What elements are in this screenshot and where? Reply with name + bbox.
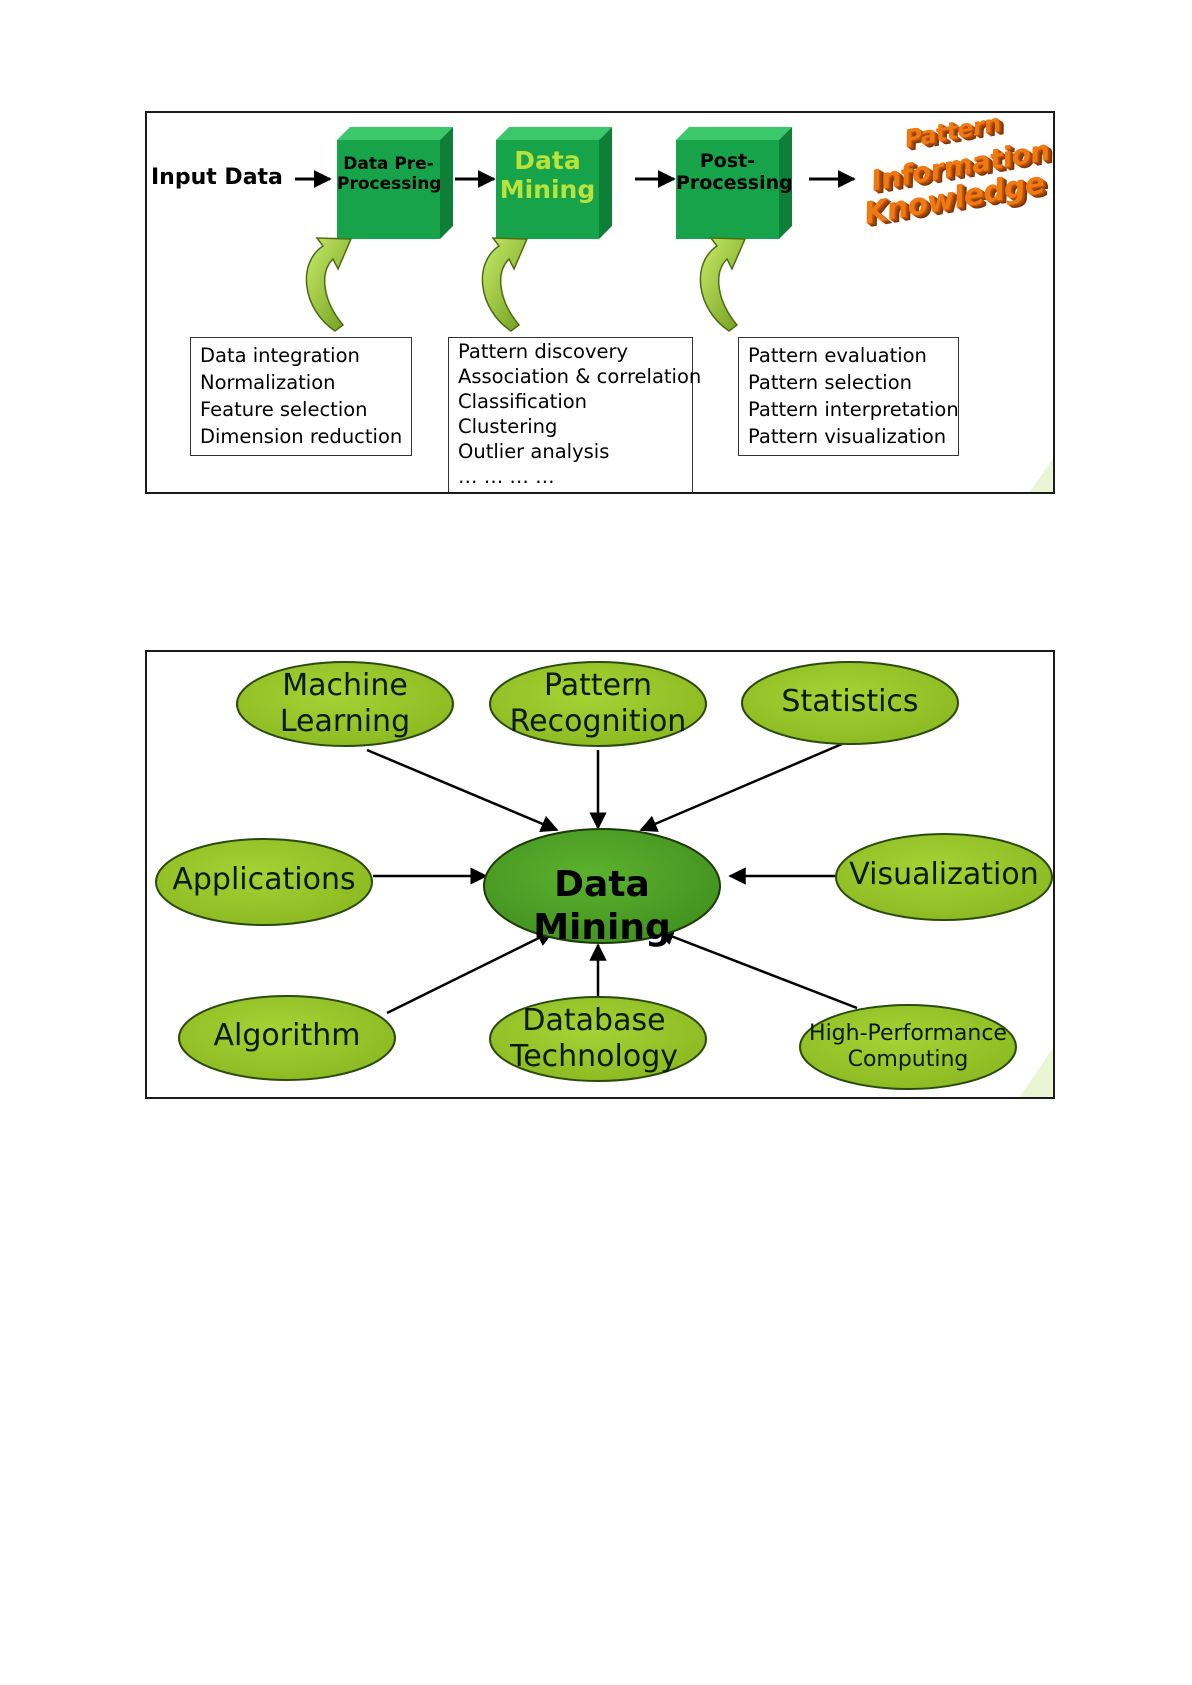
node-algorithm: [178, 995, 396, 1081]
list-item: Pattern visualization: [748, 425, 947, 448]
kdd-process-diagram: Input Data Data Pre- Processing Data Min…: [145, 111, 1055, 494]
label-machine-learning: Machine Learning: [279, 668, 411, 739]
stage-label-preprocessing: Data Pre- Processing: [337, 154, 442, 194]
label-algorithm: Algorithm: [213, 1018, 361, 1053]
node-applications: [155, 838, 373, 926]
curved-arrow-mining-icon: [481, 237, 529, 332]
stage-box-postprocessing: [676, 127, 792, 239]
postprocessing-list: Pattern evaluation Pattern selection Pat…: [738, 337, 959, 456]
list-item: Classification: [458, 390, 588, 413]
curved-arrow-preprocessing-icon: [305, 237, 353, 332]
arrow-statistics: [639, 742, 843, 832]
list-item: Pattern evaluation: [748, 344, 927, 367]
list-item: Feature selection: [200, 398, 368, 421]
list-item: Outlier analysis: [458, 440, 610, 463]
node-visualization: [835, 833, 1053, 921]
corner-decoration: [1029, 458, 1053, 492]
list-item: Data integration: [200, 344, 360, 367]
node-machine-learning: [236, 661, 454, 747]
list-item: Clustering: [458, 415, 558, 438]
list-item: … … … …: [458, 465, 555, 488]
arrow-algorithm: [386, 929, 555, 1015]
arrow-machine-learning: [366, 748, 559, 832]
stage-label-mining: Data Mining: [499, 146, 596, 204]
stage-box-mining: [496, 127, 612, 239]
mining-list: Pattern discovery Association & correlat…: [448, 337, 702, 492]
label-database-technology: Database Technology: [509, 1003, 679, 1074]
label-visualization: Visualization: [849, 857, 1039, 892]
data-mining-disciplines-diagram: Machine Learning Pattern Recognition Sta…: [145, 650, 1055, 1099]
label-statistics: Statistics: [781, 684, 919, 719]
arrow-high-performance-computing: [656, 928, 858, 1010]
preprocessing-list: Data integration Normalization Feature s…: [190, 337, 412, 456]
corner-decoration: [1019, 1047, 1053, 1097]
kdd-process-graphics: [295, 127, 1053, 492]
stage-label-postprocessing: Post- Processing: [676, 150, 793, 194]
list-item: Normalization: [200, 371, 336, 394]
label-center-data-mining: Data Mining: [533, 864, 671, 949]
label-applications: Applications: [172, 862, 356, 897]
node-high-performance-computing: [799, 1004, 1017, 1090]
list-item: Dimension reduction: [200, 425, 403, 448]
node-database-technology: [489, 996, 707, 1082]
list-item: Pattern interpretation: [748, 398, 959, 421]
list-item: Pattern selection: [748, 371, 912, 394]
node-pattern-recognition: [489, 661, 707, 747]
disciplines-graphics: [155, 661, 1053, 1097]
list-item: Association & correlation: [458, 365, 702, 388]
stage-box-preprocessing: [337, 127, 453, 239]
node-center-data-mining: [483, 828, 721, 944]
curved-arrow-postprocessing-icon: [699, 237, 747, 332]
label-pattern-recognition: Pattern Recognition: [509, 668, 687, 739]
input-data-label: Input Data: [151, 165, 283, 190]
node-statistics: [741, 661, 959, 745]
label-high-performance-computing: High-Performance Computing: [809, 1021, 1007, 1073]
list-item: Pattern discovery: [458, 340, 629, 363]
